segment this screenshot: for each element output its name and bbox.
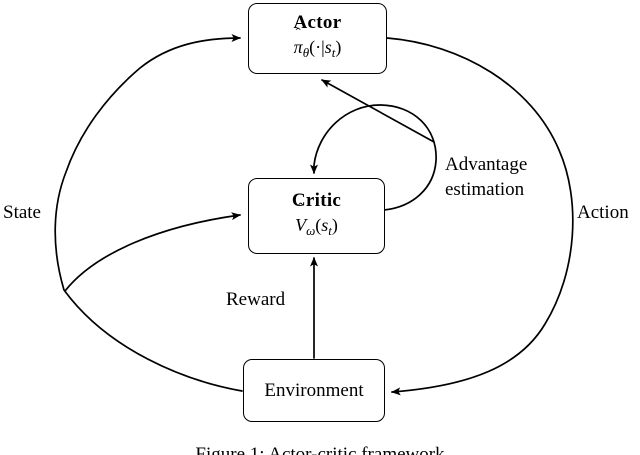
advantage-estimation-label: Advantage estimation bbox=[445, 152, 527, 202]
math-open-paren: ( bbox=[309, 37, 316, 57]
advantage-to-actor-arrow bbox=[321, 79, 435, 143]
reward-label: Reward bbox=[226, 289, 286, 310]
state-to-critic-arrow bbox=[64, 212, 241, 292]
advantage-loop-arrow bbox=[310, 104, 437, 211]
math-arg: s bbox=[321, 214, 329, 235]
state-to-actor-arrow bbox=[54, 34, 243, 392]
math-arg: s bbox=[324, 37, 332, 57]
math-symbol: π bbox=[293, 37, 303, 57]
math-symbol: V bbox=[295, 214, 307, 235]
math-subscript: ω bbox=[306, 222, 316, 238]
figure-caption: Figure 1: Actor-critic framework bbox=[195, 444, 445, 455]
state-label: State bbox=[3, 202, 41, 223]
math-bar: | bbox=[321, 37, 325, 57]
advantage-label-line1: Advantage bbox=[445, 154, 528, 175]
math-close-paren: ) bbox=[335, 37, 342, 57]
action-arrow bbox=[386, 37, 574, 396]
math-subscript: θ bbox=[302, 45, 310, 60]
environment-title: Environment bbox=[264, 380, 364, 401]
advantage-label-line2: estimation bbox=[445, 179, 525, 200]
math-arg-subscript: t bbox=[331, 45, 336, 60]
actor-title: Actor bbox=[293, 12, 342, 33]
math-open-paren: ( bbox=[315, 214, 322, 235]
environment-box: Environment bbox=[243, 359, 385, 422]
action-label: Action bbox=[577, 202, 629, 223]
math-arg-subscript: t bbox=[328, 222, 332, 238]
math-close-paren: ) bbox=[331, 214, 338, 235]
critic-title: Critic bbox=[291, 189, 342, 211]
math-dot: · bbox=[315, 37, 322, 57]
